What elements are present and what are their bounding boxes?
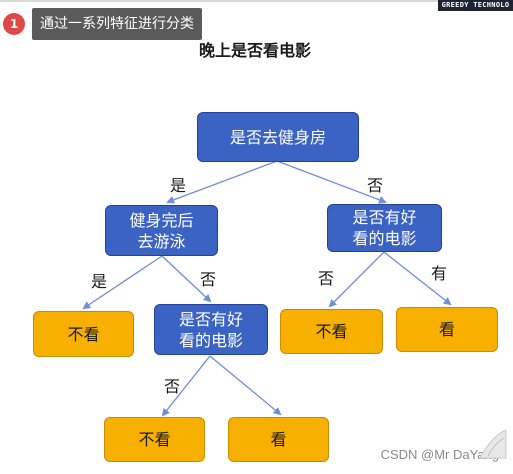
leaf-watch-right: 看 — [396, 307, 498, 352]
leaf-watch-right-label: 看 — [438, 320, 455, 339]
node-swim-question-line-2: 去游泳 — [137, 231, 186, 251]
edge-label-swim-no: 否 — [200, 270, 217, 289]
diagram-title: 晚上是否看电影 — [198, 41, 311, 60]
edge-root-left — [166, 160, 278, 204]
node-swim-question: 健身完后 去游泳 — [105, 205, 218, 256]
edge-right-right — [383, 251, 452, 306]
step-tooltip: 1 通过一系列特征进行分类 — [3, 8, 202, 40]
node-good-movie-right-line-2: 看的电影 — [352, 229, 417, 248]
edge-label-root-no: 否 — [367, 176, 384, 195]
edge-mid-right — [209, 355, 282, 416]
page-curl-icon[interactable] — [478, 428, 508, 462]
edge-label-root-yes: 是 — [170, 176, 187, 195]
step-number-badge[interactable]: 1 — [3, 13, 25, 35]
node-good-movie-mid-line-2: 看的电影 — [178, 330, 243, 350]
leaf-no-watch-left-label: 不看 — [67, 324, 100, 344]
edge-label-movie-mid-no: 否 — [164, 377, 181, 396]
node-gym-question-line-1: 是否去健身房 — [229, 127, 326, 147]
edge-left-right — [161, 255, 212, 303]
top-divider — [0, 0, 513, 2]
leaf-watch-bottom: 看 — [228, 417, 329, 462]
node-gym-question: 是否去健身房 — [197, 112, 359, 162]
edge-label-swim-yes: 是 — [91, 272, 108, 291]
node-good-movie-right-line-1: 是否有好 — [352, 208, 417, 227]
leaf-no-watch-bottom-label: 不看 — [138, 430, 171, 449]
step-tooltip-text: 通过一系列特征进行分类 — [32, 8, 202, 40]
leaf-no-watch-bottom: 不看 — [104, 417, 205, 462]
edge-right-left — [328, 251, 385, 308]
edge-mid-left — [161, 355, 211, 417]
node-swim-question-line-1: 健身完后 — [129, 210, 194, 230]
node-good-movie-question-right: 是否有好 看的电影 — [327, 204, 442, 252]
edge-label-movie-right-yes: 有 — [431, 264, 448, 283]
edge-left-left — [82, 255, 163, 310]
csdn-watermark: CSDN @Mr DaYang — [380, 447, 499, 462]
leaf-no-watch-right: 不看 — [280, 309, 383, 354]
leaf-watch-bottom-label: 看 — [270, 430, 287, 449]
node-good-movie-mid-line-1: 是否有好 — [178, 309, 243, 329]
edge-root-right — [276, 160, 387, 204]
brand-strip: GREEDY TECHNOLO — [438, 0, 513, 11]
leaf-no-watch-left: 不看 — [33, 311, 134, 357]
node-good-movie-question-mid: 是否有好 看的电影 — [154, 304, 268, 355]
edge-label-movie-right-no: 否 — [318, 269, 335, 288]
leaf-no-watch-right-label: 不看 — [315, 322, 348, 341]
